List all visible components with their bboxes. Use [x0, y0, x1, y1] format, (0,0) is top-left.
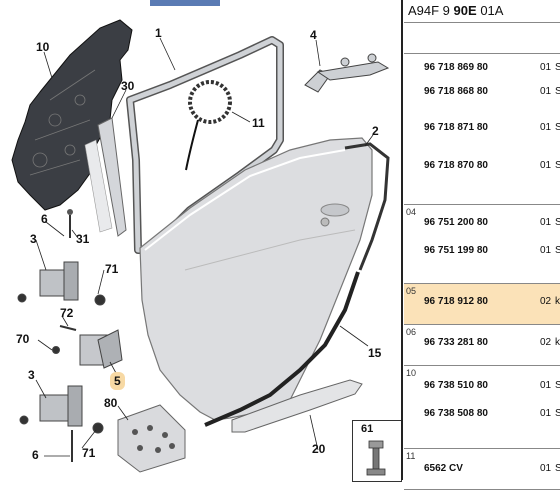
- type-code: S: [555, 62, 560, 73]
- quantity: 01: [540, 86, 552, 97]
- quantity: 01: [540, 380, 552, 391]
- panel-column-header: [404, 23, 560, 54]
- callout-71-lower[interactable]: 71: [82, 446, 96, 460]
- part-door-outer-skin: [139, 137, 373, 421]
- part-number: 96 718 868 80: [424, 86, 488, 97]
- callout-4[interactable]: 4: [310, 28, 317, 42]
- part-number: 96 718 869 80: [424, 62, 488, 73]
- callout-6-lower[interactable]: 6: [32, 448, 39, 462]
- callout-70[interactable]: 70: [16, 332, 30, 346]
- part-number: 96 738 510 80: [424, 380, 488, 391]
- callout-72[interactable]: 72: [60, 306, 74, 320]
- part-3-lower-hinge: [19, 385, 104, 462]
- type-code: S: [555, 245, 560, 256]
- callout-3-upper[interactable]: 3: [30, 232, 37, 246]
- part-4-handle-bracket: [304, 53, 390, 93]
- callout-61[interactable]: 61: [361, 423, 374, 435]
- part-30-trim-strip: [97, 117, 127, 237]
- part-80-clips: [132, 425, 175, 453]
- callout-1[interactable]: 1: [155, 26, 162, 40]
- type-code: k: [555, 337, 560, 348]
- quantity: 01: [540, 245, 552, 256]
- exploded-parts-diagram: 10 30 1 4 2 11 6 31 3 71 72 70 5 3 80 15…: [11, 0, 402, 482]
- group-code: 06: [406, 327, 417, 337]
- type-code: S: [555, 122, 560, 133]
- door-handle-recess: [320, 203, 350, 217]
- diagram-artwork: [11, 0, 390, 473]
- callout-31[interactable]: 31: [76, 232, 90, 246]
- part-number: 96 718 912 80: [424, 296, 488, 307]
- door-crease-line: [184, 229, 356, 271]
- callout-20[interactable]: 20: [312, 442, 326, 456]
- callout-11[interactable]: 11: [252, 116, 265, 130]
- diagram-reference-header: A94F 9 90E 01A: [404, 0, 560, 23]
- callout-3-lower[interactable]: 3: [28, 368, 35, 382]
- type-code: S: [555, 160, 560, 171]
- type-code: S: [555, 217, 560, 228]
- panel-divider: [401, 0, 403, 480]
- group-code: 11: [406, 451, 416, 461]
- part-11-cable: [185, 119, 199, 171]
- part-15-lower-seal: [204, 271, 360, 427]
- part-number: 96 751 200 80: [424, 217, 488, 228]
- group-code: 10: [406, 368, 417, 378]
- header-suffix: 01A: [480, 3, 504, 18]
- part-door-highlight: [144, 149, 346, 251]
- group-code: 05: [406, 286, 417, 296]
- part-number: 96 738 508 80: [424, 408, 488, 419]
- part-11-speaker-ring: [188, 80, 232, 124]
- leader-lines: [35, 37, 374, 457]
- part-number: 96 751 199 80: [424, 245, 488, 256]
- header-bold: 90E: [453, 3, 477, 18]
- type-code: S: [555, 86, 560, 97]
- part-number: 96 718 871 80: [424, 122, 488, 133]
- callout-15[interactable]: 15: [368, 346, 382, 360]
- callout-6-upper[interactable]: 6: [41, 212, 48, 226]
- part-30-trim-strip-back: [84, 139, 113, 233]
- callout-2[interactable]: 2: [372, 124, 379, 138]
- type-code: S: [555, 408, 560, 419]
- quantity: 01: [540, 62, 552, 73]
- part-5-door-check: [52, 325, 123, 369]
- quantity: 01: [540, 160, 552, 171]
- banner-fragment: [150, 0, 220, 6]
- part-number: 96 718 870 80: [424, 160, 488, 171]
- part-31-screw: [67, 209, 73, 215]
- part-80-clips-box: [117, 404, 186, 473]
- type-code: S: [555, 463, 560, 474]
- quantity: 01: [540, 463, 552, 474]
- quantity: 01: [540, 217, 552, 228]
- callout-10[interactable]: 10: [36, 40, 50, 54]
- part-number: 6562 CV: [424, 463, 463, 474]
- part-61-stud-icon: [366, 440, 386, 476]
- part-3-upper-hinge: [17, 261, 106, 306]
- header-prefix: A94F 9: [408, 3, 450, 18]
- callout-80[interactable]: 80: [104, 396, 118, 410]
- inset-part-61: 61: [352, 420, 402, 482]
- quantity: 01: [540, 122, 552, 133]
- lock-hole: [320, 217, 330, 227]
- type-code: k: [555, 296, 560, 307]
- group-code: 04: [406, 207, 417, 217]
- quantity: 01: [540, 408, 552, 419]
- part-1-frame-highlight: [127, 37, 283, 253]
- callout-71-upper[interactable]: 71: [105, 262, 119, 276]
- callout-5[interactable]: 5: [110, 372, 125, 390]
- quantity: 02: [540, 296, 552, 307]
- callout-30[interactable]: 30: [121, 79, 135, 93]
- part-20-sill-moulding: [231, 379, 363, 433]
- quantity: 02: [540, 337, 552, 348]
- part-10-detail: [29, 69, 96, 176]
- part-number: 96 733 281 80: [424, 337, 488, 348]
- type-code: S: [555, 380, 560, 391]
